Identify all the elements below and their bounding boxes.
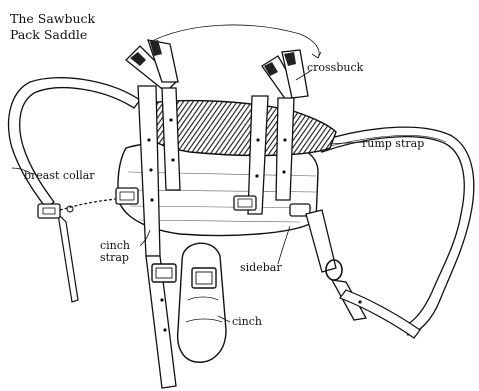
title-line-2: Pack Saddle (10, 28, 87, 42)
quarter-strap (306, 210, 336, 272)
label-breast-collar: breast collar (24, 170, 95, 182)
label-rump-strap: rump strap (362, 138, 424, 150)
rump-strap (318, 127, 474, 335)
label-crossbuck: crossbuck (307, 62, 363, 74)
label-cinch-strap-2: strap (100, 252, 129, 264)
label-cinch: cinch (232, 316, 262, 328)
cinch-pad (178, 243, 226, 362)
title-line-1: The Sawbuck (10, 12, 95, 26)
label-sidebar: sidebar (240, 262, 282, 274)
